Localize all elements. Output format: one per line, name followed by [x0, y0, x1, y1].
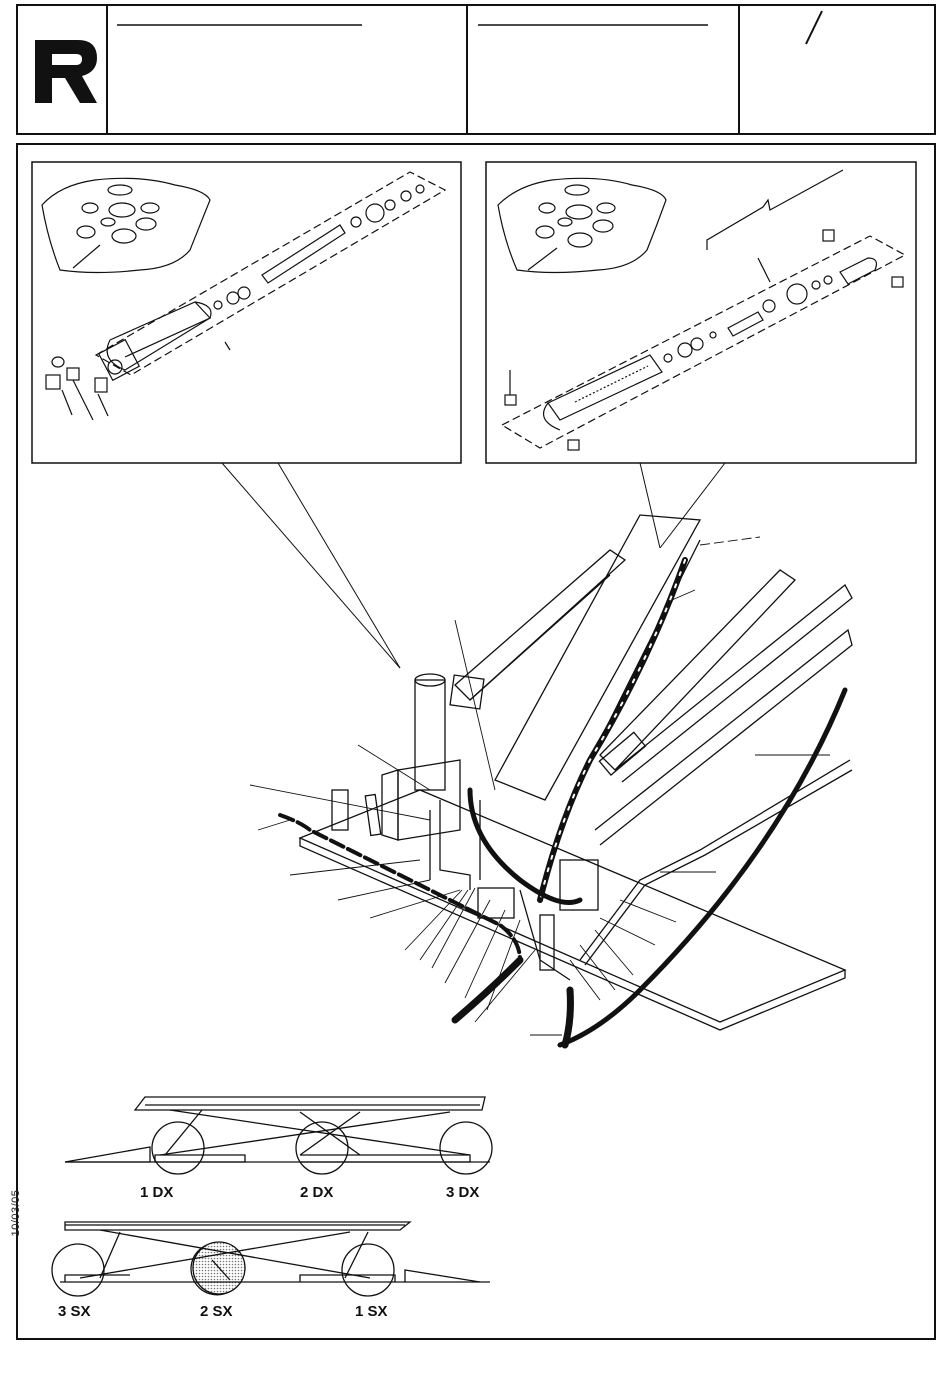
lift-dx-diagram [65, 1097, 492, 1174]
hydraulic-hoses [280, 560, 845, 1045]
position-3-dx: 3 DX [446, 1184, 479, 1201]
title-block [17, 5, 935, 134]
position-2-dx: 2 DX [300, 1184, 333, 1201]
revision-date: 10/03/05 [10, 1183, 22, 1243]
lift-base-assembly [300, 515, 852, 1030]
position-1-sx: 1 SX [355, 1303, 388, 1320]
lift-sx-diagram [52, 1222, 490, 1296]
r-logo-icon [35, 40, 97, 103]
right-inset [486, 162, 916, 463]
position-1-dx: 1 DX [140, 1184, 173, 1201]
page-slash [806, 11, 822, 44]
position-3-sx: 3 SX [58, 1303, 91, 1320]
left-inset [32, 162, 461, 463]
callout-lines [222, 463, 725, 668]
position-2-sx: 2 SX [200, 1303, 233, 1320]
